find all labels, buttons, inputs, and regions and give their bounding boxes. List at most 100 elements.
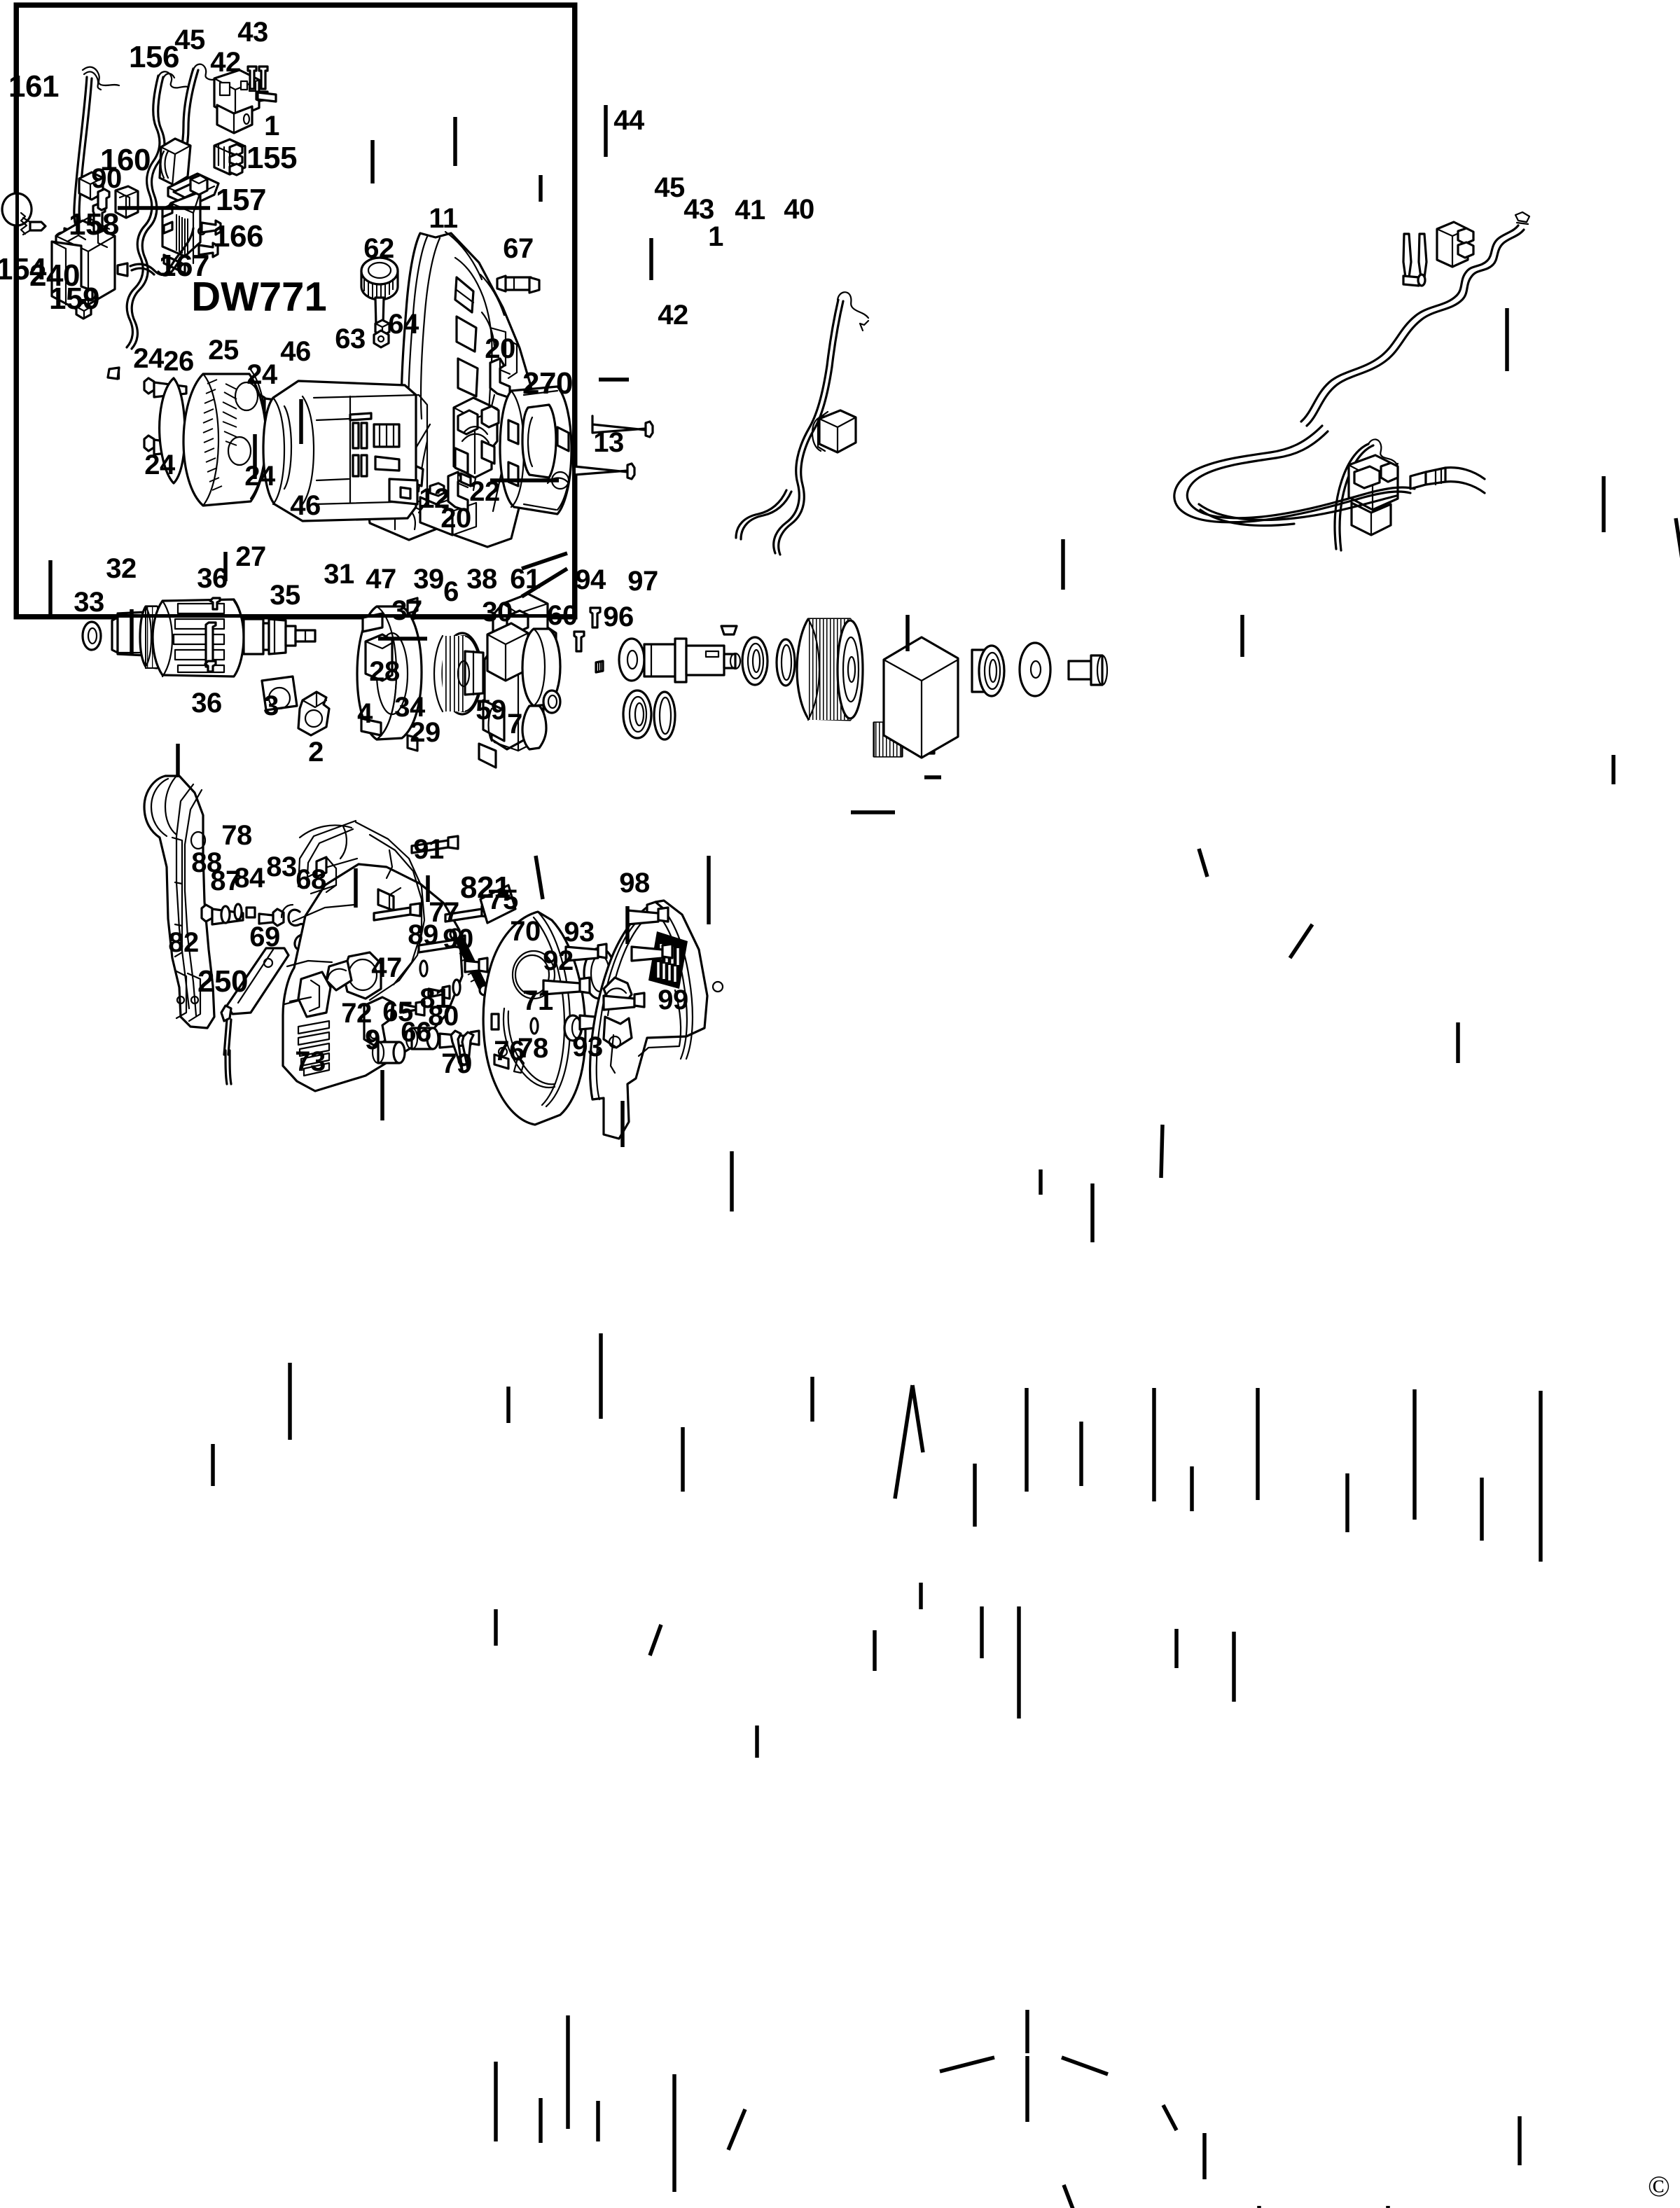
callout-label-61: 61 (510, 564, 541, 595)
callout-label-62: 62 (363, 233, 394, 264)
callout-label-250: 250 (197, 964, 248, 999)
callout-label-24: 24 (247, 359, 277, 390)
callout-label-47: 47 (366, 564, 396, 595)
copyright-icon: © (1648, 2171, 1670, 2203)
model-number-label: DW771 (191, 274, 327, 320)
callout-label-65: 65 (382, 997, 413, 1027)
callout-label-68: 68 (296, 864, 326, 895)
callout-label-22: 22 (469, 476, 500, 507)
callout-label-66: 66 (401, 1017, 431, 1048)
callout-label-40: 40 (784, 194, 814, 225)
callout-label-71: 71 (522, 985, 553, 1016)
callout-label-90: 90 (91, 163, 122, 194)
callout-label-2: 2 (308, 737, 324, 768)
callout-label-160: 160 (100, 143, 151, 177)
callout-label-38: 38 (466, 564, 497, 595)
callout-label-155: 155 (247, 141, 297, 175)
callout-label-29: 29 (410, 717, 440, 748)
callout-label-94: 94 (575, 564, 606, 595)
callout-label-24: 24 (144, 450, 175, 480)
callout-label-77: 77 (429, 897, 459, 928)
callout-label-20: 20 (440, 503, 471, 534)
callout-label-42: 42 (210, 47, 241, 78)
callout-label-157: 157 (216, 183, 266, 217)
callout-label-36: 36 (191, 688, 222, 718)
callout-label-154: 154 (0, 252, 46, 286)
callout-label-158: 158 (69, 207, 119, 242)
callout-label-13: 13 (593, 427, 624, 458)
callout-label-45: 45 (174, 25, 205, 55)
callout-label-63: 63 (335, 324, 366, 354)
callout-label-82: 82 (168, 927, 199, 958)
callout-label-64: 64 (388, 309, 419, 340)
callout-label-32: 32 (106, 553, 137, 584)
callout-label-167: 167 (159, 249, 209, 283)
callout-label-92: 92 (543, 945, 574, 976)
callout-label-79: 79 (441, 1048, 472, 1079)
callout-label-72: 72 (341, 998, 372, 1029)
callout-label-93: 93 (572, 1032, 603, 1062)
callout-label-31: 31 (324, 559, 354, 590)
callout-label-83: 83 (266, 852, 297, 882)
callout-label-156: 156 (129, 40, 179, 74)
callout-label-35: 35 (270, 580, 300, 611)
callout-label-1: 1 (264, 111, 279, 141)
callout-label-11: 11 (429, 203, 458, 234)
callout-label-34: 34 (394, 692, 425, 723)
callout-label-37: 37 (391, 595, 422, 626)
callout-label-7: 7 (507, 709, 522, 740)
callout-label-36: 36 (197, 563, 228, 594)
callout-label-70: 70 (510, 916, 541, 947)
callout-label-76: 76 (494, 1036, 525, 1067)
callout-label-25: 25 (208, 335, 239, 366)
callout-label-43: 43 (237, 17, 268, 48)
callout-label-30: 30 (482, 597, 513, 627)
variant-inset-frame (15, 4, 576, 618)
callout-label-3: 3 (263, 690, 279, 721)
callout-label-28: 28 (369, 656, 400, 687)
callout-label-9: 9 (365, 1025, 380, 1055)
callout-label-33: 33 (74, 587, 104, 618)
callout-label-27: 27 (235, 541, 266, 572)
callout-label-12: 12 (419, 483, 450, 514)
callout-label-43: 43 (683, 194, 714, 225)
callout-label-96: 96 (603, 602, 634, 632)
callout-label-91: 91 (413, 834, 444, 865)
callout-label-26: 26 (163, 346, 194, 377)
callout-label-84: 84 (234, 863, 265, 894)
callout-label-270: 270 (522, 366, 573, 401)
callout-label-78: 78 (518, 1033, 548, 1064)
callout-label-73: 73 (295, 1046, 326, 1077)
callout-label-39: 39 (413, 564, 444, 595)
callout-label-99: 99 (658, 985, 688, 1015)
callout-label-88: 88 (191, 847, 222, 878)
callout-label-4: 4 (357, 698, 373, 729)
callout-label-1: 1 (708, 221, 723, 252)
callout-label-75: 75 (487, 884, 518, 915)
callout-label-89: 89 (408, 919, 438, 950)
callout-label-97: 97 (627, 566, 658, 597)
callout-label-166: 166 (213, 219, 263, 254)
callout-label-44: 44 (613, 105, 644, 136)
callout-label-24: 24 (244, 461, 275, 492)
callout-label-98: 98 (619, 868, 650, 898)
callout-label-67: 67 (503, 233, 534, 264)
callout-label-93: 93 (564, 917, 595, 947)
callout-label-69: 69 (249, 922, 280, 952)
callout-label-46: 46 (280, 336, 311, 367)
callout-label-59: 59 (475, 695, 506, 725)
callout-label-46: 46 (290, 490, 321, 521)
callout-label-47: 47 (371, 952, 402, 983)
callout-label-90: 90 (443, 924, 473, 954)
callout-label-240: 240 (29, 258, 80, 293)
callout-label-159: 159 (49, 282, 99, 316)
callout-label-80: 80 (428, 1001, 459, 1032)
callout-label-821: 821 (460, 870, 511, 905)
callout-label-87: 87 (210, 866, 241, 896)
callout-label-81: 81 (419, 983, 450, 1014)
callout-label-41: 41 (735, 195, 765, 225)
callout-label-42: 42 (658, 300, 688, 331)
callout-label-45: 45 (654, 172, 685, 203)
